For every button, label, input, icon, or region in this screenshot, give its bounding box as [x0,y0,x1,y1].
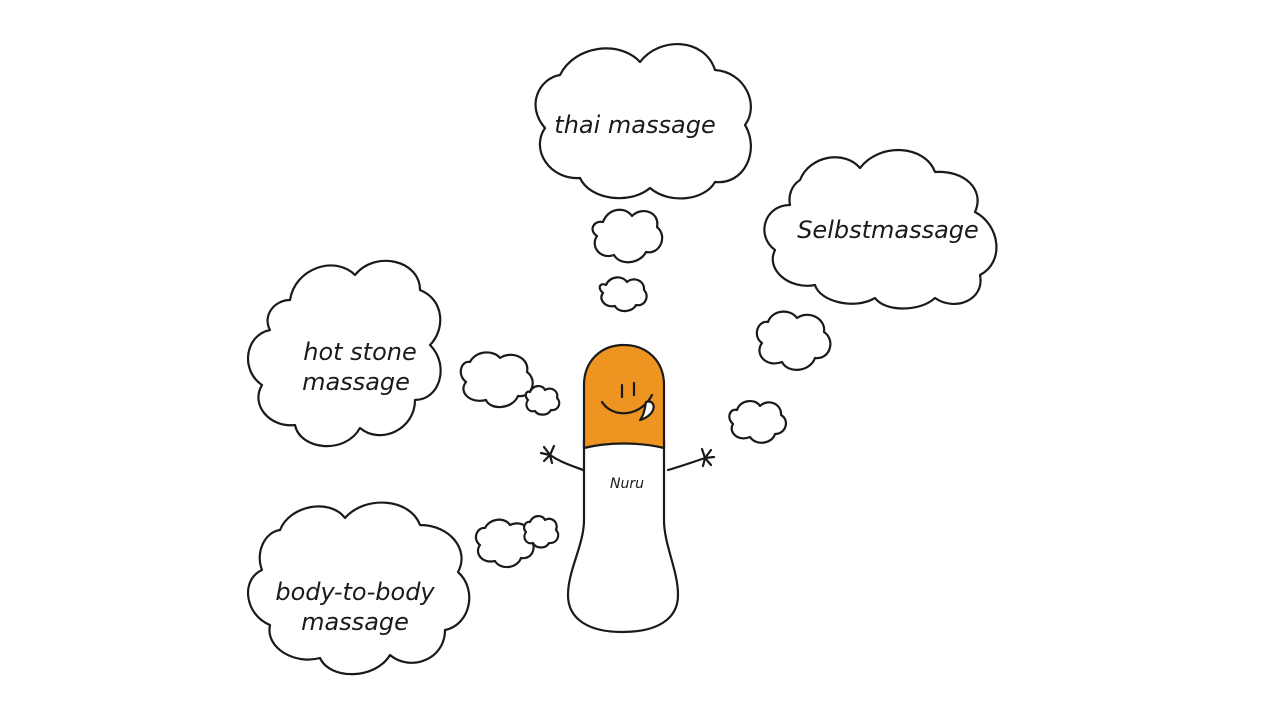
cloud-body-to-body-text-line1: body-to-body [275,578,435,606]
bottle-label-text: Nuru [610,476,644,492]
puff-body-1 [474,518,535,569]
cloud-thai-massage-text: thai massage [554,111,715,139]
cloud-body-to-body-text-line2: massage [301,608,409,636]
cloud-thai-massage [534,42,752,200]
left-hand-icon [539,444,556,465]
face-icon [600,381,655,422]
puff-self-1 [755,310,832,371]
puff-hotstone-1 [459,351,534,409]
nuru-bottle-character: Nuru [539,343,716,634]
cloud-selbstmassage-text: Selbstmassage [797,216,979,244]
cloud-body-to-body-massage [247,501,471,676]
puff-hotstone-2 [524,385,561,416]
bottle-body [566,438,680,634]
cloud-selbstmassage [763,148,998,310]
puff-body-2 [523,515,560,549]
puff-self-2 [728,400,788,444]
cloud-hot-stone-text-line1: hot stone [303,338,417,366]
cloud-hot-stone-massage [247,259,442,448]
cloud-hot-stone-text-line2: massage [302,368,410,396]
bottle-cap [582,343,666,450]
puff-thai-2 [598,276,648,313]
puff-thai-1 [591,208,664,264]
right-hand-icon [700,447,716,468]
